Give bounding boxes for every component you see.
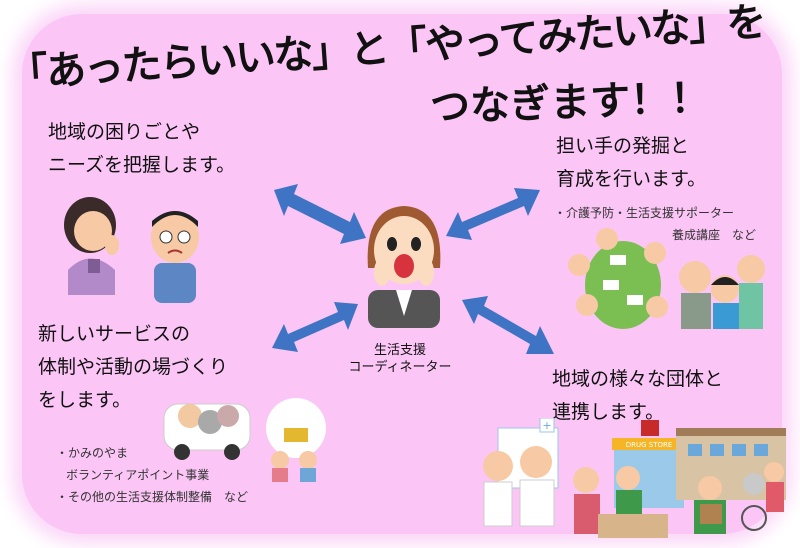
top-right-line-1: 担い手の発掘と — [556, 135, 690, 157]
bottom-left-heading: 新しいサービスの 体制や活動の場づくり をします。 — [38, 318, 228, 417]
coordinator-woman-icon — [367, 206, 441, 328]
community-organizations-icon: + DRUG STORE — [483, 418, 786, 538]
group-training-icon — [568, 228, 765, 329]
worried-people-icon — [64, 197, 199, 303]
svg-text:+: + — [542, 419, 551, 432]
double-arrow-bottom-right — [462, 296, 554, 354]
double-arrow-bottom-left — [272, 302, 358, 352]
title-line-2: つなぎます！！ — [429, 75, 711, 131]
top-left-line-2: ニーズを把握します。 — [48, 154, 236, 176]
bottom-left-line-3: をします。 — [38, 389, 132, 411]
bottom-right-heading: 地域の様々な団体と 連携します。 — [552, 363, 723, 429]
top-right-heading: 担い手の発掘と 育成を行います。 — [556, 130, 706, 196]
bottom-left-note-line-2: ボランティアポイント事業 — [66, 468, 210, 482]
top-right-note-line-2: 養成講座 など — [672, 228, 757, 242]
coordinator-label-line-1: 生活支援 — [373, 343, 426, 358]
bottom-right-line-1: 地域の様々な団体と — [552, 368, 724, 390]
coordinator-label-line-2: コーディネーター — [348, 360, 452, 375]
bottom-left-note: ・かみのやま ボランティアポイント事業 ・その他の生活支援体制整備 など — [56, 442, 248, 508]
bottom-left-note-line-1: ・かみのやま — [56, 446, 129, 460]
top-right-line-2: 育成を行います。 — [556, 168, 707, 190]
top-right-note: ・介護予防・生活支援サポーター 養成講座 など — [554, 202, 756, 246]
bottom-left-line-2: 体制や活動の場づくり — [38, 356, 229, 378]
bottom-right-line-2: 連携します。 — [552, 401, 665, 423]
top-left-line-1: 地域の困りごとや — [48, 121, 201, 143]
bottom-left-line-1: 新しいサービスの — [38, 323, 191, 345]
bus-and-celebration-icon — [163, 398, 326, 482]
top-left-heading: 地域の困りごとや ニーズを把握します。 — [48, 116, 235, 182]
drug-store-sign: DRUG STORE — [626, 441, 673, 449]
coordinator-label: 生活支援 コーディネーター — [330, 342, 470, 376]
double-arrow-top-left — [274, 184, 366, 244]
top-right-note-line-1: ・介護予防・生活支援サポーター — [554, 206, 735, 220]
double-arrow-top-right — [446, 188, 540, 240]
bottom-left-note-line-3: ・その他の生活支援体制整備 など — [56, 490, 249, 504]
